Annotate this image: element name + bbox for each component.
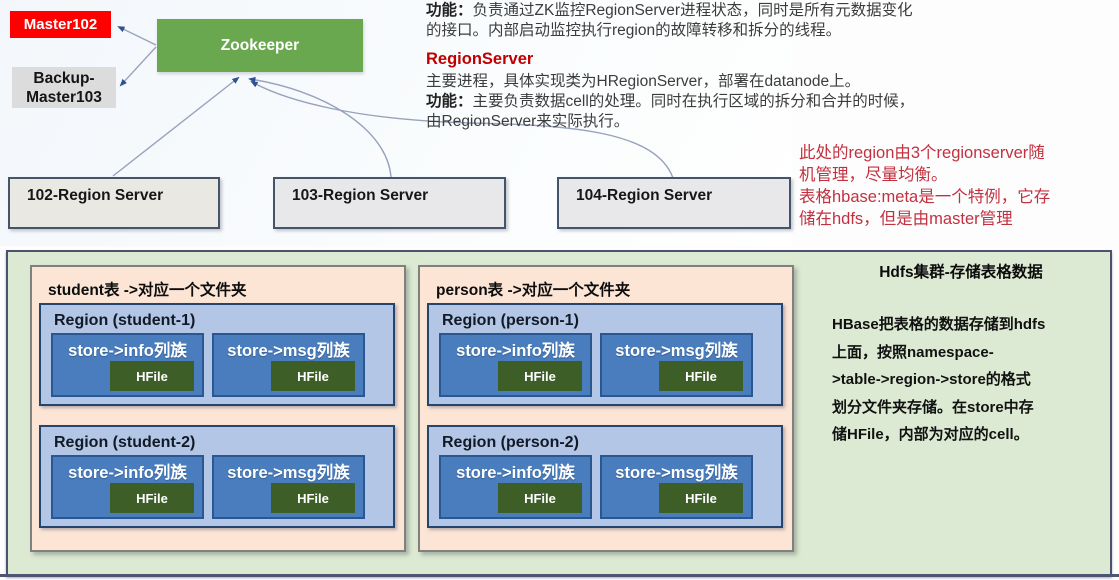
master-function-line1: 功能：负责通过ZK监控RegionServer进程状态，同时是所有元数据变化 [426, 2, 913, 19]
hfile-box: HFile [110, 483, 194, 513]
master-function-label: 功能： [426, 2, 473, 19]
student-table-box: student表 ->对应一个文件夹 Region (student-1) st… [30, 265, 406, 552]
store-msg-student-1: store->msg列族 HFile [212, 333, 365, 397]
region-student-2-title: Region (student-2) [54, 434, 196, 451]
master-function-text: 功能：负责通过ZK监控RegionServer进程状态，同时是所有元数据变化 的… [426, 1, 986, 132]
regionserver-line1: 主要进程，具体实现类为HRegionServer，部署在datanode上。 [426, 73, 861, 90]
store-msg-student-2: store->msg列族 HFile [212, 455, 365, 519]
hfile-box: HFile [271, 483, 355, 513]
hfile-box: HFile [498, 361, 582, 391]
region-person-2: Region (person-2) store->info列族 HFile st… [427, 425, 783, 528]
region-balance-note-line3: 表格hbase:meta是一个特例，它存 [799, 188, 1051, 206]
region-server-103-label: 103-Region Server [292, 187, 429, 204]
regionserver-line3: 由RegionServer来实际执行。 [426, 113, 630, 130]
hdfs-panel-title: Hdfs集群-存储表格数据 [879, 264, 1043, 281]
regionserver-function-label: 功能： [426, 93, 473, 110]
region-student-1-title: Region (student-1) [54, 312, 196, 329]
region-server-104-label: 104-Region Server [576, 187, 713, 204]
region-balance-note-line4: 储在hdfs，但是由master管理 [799, 210, 1013, 228]
bottom-border-line [0, 574, 1119, 577]
region-server-102-label: 102-Region Server [27, 187, 164, 204]
master-node: Master102 [10, 11, 111, 38]
person-table-box: person表 ->对应一个文件夹 Region (person-1) stor… [418, 265, 794, 552]
hdfs-panel-description: HBase把表格的数据存储到hdfs 上面，按照namespace- >tabl… [832, 316, 1046, 443]
backup-master-node: Backup- Master103 [12, 67, 116, 108]
region-server-104: 104-Region Server [557, 177, 791, 229]
hfile-box: HFile [271, 361, 355, 391]
hfile-box: HFile [498, 483, 582, 513]
region-person-1-title: Region (person-1) [442, 312, 579, 329]
hfile-box: HFile [659, 483, 743, 513]
hfile-box: HFile [659, 361, 743, 391]
region-balance-note: 此处的region由3个regionserver随 机管理，尽量均衡。 表格hb… [799, 142, 1119, 230]
region-student-1: Region (student-1) store->info列族 HFile s… [39, 303, 395, 406]
region-balance-note-line1: 此处的region由3个regionserver随 [799, 144, 1045, 162]
store-msg-person-1: store->msg列族 HFile [600, 333, 753, 397]
regionserver-line2: 功能：主要负责数据cell的处理。同时在执行区域的拆分和合并的时候， [426, 93, 915, 110]
student-table-title: student表 ->对应一个文件夹 [48, 282, 247, 299]
region-balance-note-line2: 机管理，尽量均衡。 [799, 166, 948, 184]
store-info-person-2: store->info列族 HFile [439, 455, 592, 519]
region-person-1: Region (person-1) store->info列族 HFile st… [427, 303, 783, 406]
store-info-person-1: store->info列族 HFile [439, 333, 592, 397]
region-server-102: 102-Region Server [8, 177, 220, 229]
zookeeper-node: Zookeeper [157, 19, 363, 72]
backup-master-label-line1: Backup- [33, 69, 95, 87]
zookeeper-node-label: Zookeeper [220, 36, 300, 54]
store-info-student-2: store->info列族 HFile [51, 455, 204, 519]
backup-master-label-line2: Master103 [26, 88, 102, 106]
regionserver-heading: RegionServer [426, 50, 534, 68]
region-person-2-title: Region (person-2) [442, 434, 579, 451]
region-student-2: Region (student-2) store->info列族 HFile s… [39, 425, 395, 528]
region-server-103: 103-Region Server [273, 177, 506, 229]
store-msg-person-2: store->msg列族 HFile [600, 455, 753, 519]
master-function-line2: 的接口。内部启动监控执行region的故障转移和拆分的线程。 [426, 22, 842, 39]
store-info-student-1: store->info列族 HFile [51, 333, 204, 397]
person-table-title: person表 ->对应一个文件夹 [436, 282, 631, 299]
hfile-box: HFile [110, 361, 194, 391]
master-node-label: Master102 [23, 16, 98, 33]
